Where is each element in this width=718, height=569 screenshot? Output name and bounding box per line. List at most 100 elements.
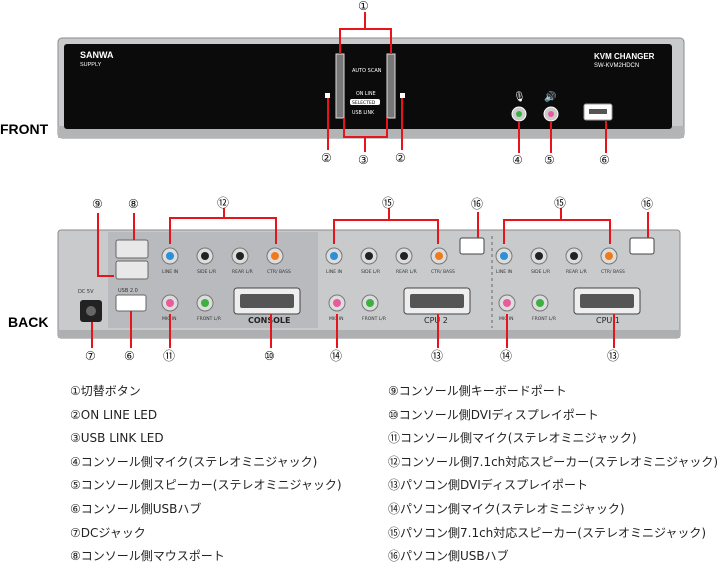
cpu1-speaker-jack-core-1 bbox=[535, 252, 543, 260]
cpu1-jack-label-1: SIDE L/R bbox=[531, 269, 550, 275]
cpu2-front-jack-core bbox=[366, 299, 374, 307]
marker-6b: ⑥ bbox=[124, 349, 135, 363]
legend-item: ②ON LINE LED bbox=[70, 407, 158, 422]
cpu2-usb-port bbox=[459, 237, 485, 255]
cpu1-jack-label-2: REAR L/R bbox=[566, 269, 587, 275]
front-callout-lines bbox=[327, 12, 607, 153]
speaker-icon: 🔊 bbox=[544, 90, 556, 103]
marker-6: ⑥ bbox=[599, 153, 610, 167]
front-markers: ① ② ③ ② ④ ⑤ ⑥ bbox=[321, 0, 610, 167]
cpu2-speaker-jack-core-0 bbox=[330, 252, 338, 260]
console-front-jack-core bbox=[201, 299, 209, 307]
front-panel: SANWA SUPPLY KVM CHANGER SW-KVM2HDCN AUT… bbox=[57, 37, 685, 139]
auto-scan-label: AUTO SCAN bbox=[352, 68, 382, 74]
console-speaker-jack-core-3 bbox=[271, 252, 279, 260]
legend-item: ⑧コンソール側マウスポート bbox=[70, 549, 225, 564]
legend-item: ⑦DCジャック bbox=[70, 525, 146, 540]
marker-11: ⑪ bbox=[163, 349, 175, 363]
legend-item: ⑤コンソール側スピーカー(ステレオミニジャック) bbox=[70, 478, 342, 493]
legend-item: ⑪コンソール側マイク(ステレオミニジャック) bbox=[388, 431, 637, 446]
marker-16a: ⑯ bbox=[471, 197, 483, 211]
marker-2b: ② bbox=[395, 151, 406, 165]
brand-sub: SUPPLY bbox=[80, 62, 102, 68]
usb-link-label: USB LINK bbox=[352, 110, 375, 116]
marker-15b: ⑮ bbox=[554, 196, 566, 210]
console-speaker-jack-core-0 bbox=[166, 252, 174, 260]
marker-1: ① bbox=[358, 0, 369, 13]
dc-label: DC 5V bbox=[78, 289, 94, 295]
cpu1-jack-label-3: CTR/ BASS bbox=[601, 269, 625, 275]
marker-15a: ⑮ bbox=[382, 196, 394, 210]
marker-7: ⑦ bbox=[85, 349, 96, 363]
usb-label: USB 2.0 bbox=[118, 288, 138, 294]
switch-button-left[interactable] bbox=[335, 53, 345, 119]
cpu1-mic-jack-core bbox=[503, 299, 511, 307]
dvi-ports: CONSOLE CPU 2 CPU 1 bbox=[233, 237, 655, 325]
back-label: BACK bbox=[8, 314, 48, 330]
brand-logo: SANWA bbox=[80, 50, 114, 60]
console-jack-label-3: CTR/ BASS bbox=[267, 269, 291, 275]
model-number: SW-KVM2HDCN bbox=[594, 63, 639, 69]
cpu2-jack-label-2: REAR L/R bbox=[396, 269, 417, 275]
legend-left: ①切替ボタン ②ON LINE LED ③USB LINK LED ④コンソール… bbox=[70, 380, 342, 569]
legend-item: ⑨コンソール側キーボードポート bbox=[388, 384, 567, 398]
legend-item: ⑬パソコン側DVIディスプレイポート bbox=[388, 478, 588, 493]
cpu2-front-label: FRONT L/R bbox=[362, 316, 386, 322]
console-mic-jack-core bbox=[166, 299, 174, 307]
selected-badge bbox=[350, 99, 380, 105]
legend-item: ⑯パソコン側USBハブ bbox=[388, 549, 509, 564]
back-callout-lines bbox=[91, 208, 649, 348]
selected-text: SELECTED bbox=[352, 100, 376, 106]
marker-14b: ⑭ bbox=[500, 349, 512, 363]
front-label: FRONT bbox=[0, 121, 49, 137]
marker-3: ③ bbox=[358, 153, 369, 167]
marker-5: ⑤ bbox=[544, 153, 555, 167]
console-jack-label-2: REAR L/R bbox=[232, 269, 253, 275]
legend-right: ⑨コンソール側キーボードポート ⑩コンソール側DVIディスプレイポート ⑪コンソ… bbox=[388, 380, 718, 569]
mic-icon: 🎙 bbox=[513, 91, 526, 103]
online-led-right bbox=[400, 93, 405, 98]
marker-13a: ⑬ bbox=[431, 349, 443, 363]
cpu1-jack-label-0: LINE IN bbox=[496, 269, 512, 275]
marker-12: ⑫ bbox=[217, 196, 229, 210]
console-speaker-jack-core-1 bbox=[201, 252, 209, 260]
cpu1-speaker-jack-core-2 bbox=[570, 252, 578, 260]
cpu2-speaker-jack-core-3 bbox=[435, 252, 443, 260]
kvm-diagram: FRONT SANWA SUPPLY KVM CHANGER SW-KVM2HD… bbox=[0, 0, 685, 363]
back-markers: ⑨ ⑧ ⑫ ⑮ ⑯ ⑮ ⑯ ⑦ ⑥ ⑪ ⑩ ⑭ ⑬ ⑭ ⑬ bbox=[85, 196, 653, 363]
switch-button-right[interactable] bbox=[386, 53, 396, 119]
console-front-label: FRONT L/R bbox=[197, 316, 221, 322]
console-label: CONSOLE bbox=[248, 316, 291, 325]
back-panel: DC 5V USB 2.0 bbox=[57, 229, 681, 339]
marker-4: ④ bbox=[512, 153, 523, 167]
legend-item: ⑫コンソール側7.1ch対応スピーカー(ステレオミニジャック) bbox=[388, 454, 718, 469]
legend-item: ③USB LINK LED bbox=[70, 431, 164, 446]
cpu2-speaker-jack-core-1 bbox=[365, 252, 373, 260]
legend-item: ⑮パソコン側7.1ch対応スピーカー(ステレオミニジャック) bbox=[388, 525, 707, 540]
ps2-mouse-port bbox=[115, 239, 149, 259]
legend-item: ①切替ボタン bbox=[70, 384, 141, 398]
legend-item: ⑭パソコン側マイク(ステレオミニジャック) bbox=[388, 501, 625, 516]
legend-item: ⑥コンソール側USBハブ bbox=[70, 501, 202, 516]
ps2-keyboard-port bbox=[115, 260, 149, 280]
product-name: KVM CHANGER bbox=[594, 52, 655, 61]
cpu1-usb-port bbox=[629, 237, 655, 255]
cpu2-jack-label-3: CTR/ BASS bbox=[431, 269, 455, 275]
marker-13b: ⑬ bbox=[607, 349, 619, 363]
marker-9: ⑨ bbox=[92, 197, 103, 211]
online-led-left bbox=[325, 93, 330, 98]
online-label: ON LINE bbox=[356, 91, 376, 97]
cpu2-jack-label-0: LINE IN bbox=[326, 269, 342, 275]
legend-item: ④コンソール側マイク(ステレオミニジャック) bbox=[70, 454, 318, 469]
legend-item: ⑩コンソール側DVIディスプレイポート bbox=[388, 407, 599, 422]
marker-16b: ⑯ bbox=[641, 197, 653, 211]
console-jack-label-1: SIDE L/R bbox=[197, 269, 216, 275]
cpu1-front-label: FRONT L/R bbox=[532, 316, 556, 322]
marker-2a: ② bbox=[321, 151, 332, 165]
console-speaker-jack-core-2 bbox=[236, 252, 244, 260]
cpu2-jack-label-1: SIDE L/R bbox=[361, 269, 380, 275]
marker-10: ⑩ bbox=[264, 349, 275, 363]
cpu1-speaker-jack-core-3 bbox=[605, 252, 613, 260]
cpu1-speaker-jack-core-0 bbox=[500, 252, 508, 260]
cpu2-speaker-jack-core-2 bbox=[400, 252, 408, 260]
